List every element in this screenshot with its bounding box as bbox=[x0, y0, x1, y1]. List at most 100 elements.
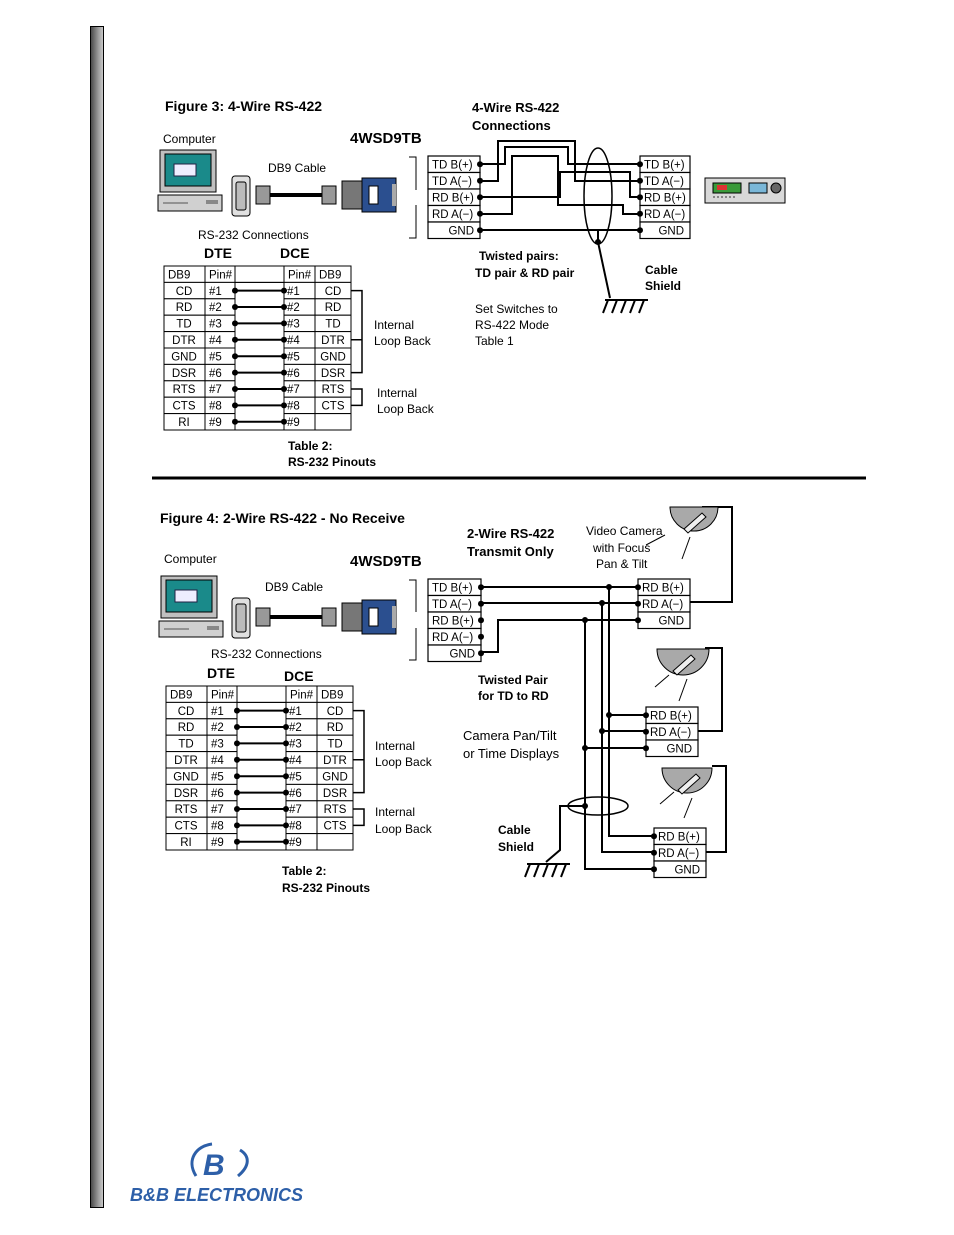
pinout-signal-right: RD bbox=[327, 722, 344, 734]
terminal-dot bbox=[477, 210, 483, 217]
pinout-signal-left: GND bbox=[173, 771, 199, 783]
figure-3: Figure 3: 4-Wire RS-422 4-Wire RS-422 Co… bbox=[157, 98, 786, 469]
computer-icon bbox=[158, 575, 224, 638]
terminal-label: TD B(+) bbox=[644, 160, 685, 172]
pinout-signal-left: DTR bbox=[172, 335, 196, 347]
figure-4-rs232-label: RS-232 Connections bbox=[211, 647, 322, 661]
figure-3-rs232-label: RS-232 Connections bbox=[198, 228, 309, 242]
bb-electronics-logo: B B&B ELECTRONICS bbox=[130, 1142, 303, 1205]
remote-device-icon bbox=[704, 177, 786, 204]
logo-letter: B bbox=[203, 1149, 225, 1182]
pinout-pin-left: #3 bbox=[211, 739, 224, 751]
pinout-pin-left: #4 bbox=[211, 755, 224, 767]
pinout-signal-left: TD bbox=[178, 739, 193, 751]
pinout-cell bbox=[314, 413, 352, 431]
figure-4-title: Figure 4: 2-Wire RS-422 - No Receive bbox=[160, 510, 405, 526]
pinout-signal-right: RTS bbox=[324, 804, 347, 816]
terminal-dot bbox=[477, 227, 483, 234]
figure-4-loopback-2-label: Internal bbox=[375, 805, 415, 819]
figure-3-table-caption-sub: RS-232 Pinouts bbox=[288, 455, 376, 469]
pinout-pin-left: #8 bbox=[211, 821, 224, 833]
page-sidebar-bar bbox=[90, 26, 104, 1208]
terminal-label: RD B(+) bbox=[650, 711, 692, 723]
pinout-signal-left: RI bbox=[180, 837, 192, 849]
figure-4-twisted-sublabel: for TD to RD bbox=[478, 689, 549, 703]
pinout-header-label: DB9 bbox=[168, 269, 190, 281]
terminal-dot bbox=[643, 712, 649, 719]
pinout-signal-left: RTS bbox=[175, 804, 198, 816]
pinout-pin-right: #8 bbox=[287, 401, 300, 413]
figure-4-dte-label: DTE bbox=[207, 665, 235, 681]
pinout-middle-frame bbox=[236, 701, 287, 851]
figure-3-switch-mode: RS-422 Mode bbox=[475, 318, 549, 332]
pinout-signal-left: CD bbox=[178, 706, 195, 718]
terminal-label: GND bbox=[674, 865, 700, 877]
pinout-pin-right: #1 bbox=[287, 286, 300, 298]
terminal-dot bbox=[477, 161, 483, 168]
pinout-pin-left: #1 bbox=[209, 286, 222, 298]
pinout-signal-right: DTR bbox=[321, 335, 345, 347]
terminal-label: TD A(−) bbox=[644, 176, 684, 188]
pinout-signal-left: CTS bbox=[175, 821, 198, 833]
figure-4-display-label: Camera Pan/Tilt bbox=[463, 728, 557, 743]
pinout-pin-right: #1 bbox=[289, 706, 302, 718]
pinout-pin-right: #5 bbox=[289, 771, 302, 783]
figure-3-title: Figure 3: 4-Wire RS-422 bbox=[165, 98, 322, 114]
pinout-pin-left: #7 bbox=[211, 804, 224, 816]
figure-3-left-terminal-block: TD B(+)TD A(−)RD B(+)RD A(−)GND bbox=[427, 155, 483, 240]
pinout-pin-right: #3 bbox=[289, 739, 302, 751]
figure-4: Figure 4: 2-Wire RS-422 - No Receive 2-W… bbox=[158, 506, 733, 895]
camera-icon bbox=[654, 648, 710, 702]
figure-3-loopback-2-label: Internal bbox=[377, 386, 417, 400]
terminal-label: RD A(−) bbox=[644, 209, 685, 221]
figure-4-mode-title: 2-Wire RS-422 bbox=[467, 526, 554, 541]
figure-4-table-caption-sub: RS-232 Pinouts bbox=[282, 881, 370, 895]
pinout-signal-right: DTR bbox=[323, 755, 347, 767]
pinout-signal-right: GND bbox=[320, 351, 346, 363]
pinout-signal-right: CTS bbox=[322, 401, 345, 413]
pinout-signal-right: CD bbox=[327, 706, 344, 718]
pinout-pin-right: #7 bbox=[289, 804, 302, 816]
pinout-signal-right: CTS bbox=[324, 821, 347, 833]
pinout-signal-left: GND bbox=[171, 351, 197, 363]
figure-4-dce-label: DCE bbox=[284, 668, 314, 684]
figure-4-camera-label: Video Camera bbox=[586, 524, 663, 538]
pinout-signal-left: CD bbox=[176, 286, 193, 298]
terminal-label: RD B(+) bbox=[644, 193, 686, 205]
terminal-label: GND bbox=[658, 616, 684, 628]
pinout-signal-left: CTS bbox=[173, 401, 196, 413]
pinout-pin-right: #2 bbox=[289, 722, 302, 734]
pinout-pin-right: #6 bbox=[287, 368, 300, 380]
4wsd9tb-adapter-icon bbox=[341, 599, 397, 635]
pinout-header-cell bbox=[234, 265, 285, 283]
pinout-header-label: DB9 bbox=[321, 689, 343, 701]
figure-3-computer-label: Computer bbox=[163, 132, 216, 146]
pinout-header-label: Pin# bbox=[211, 689, 235, 701]
figure-3-twisted-sublabel: TD pair & RD pair bbox=[475, 266, 575, 280]
db9-cable-icon bbox=[255, 185, 337, 205]
pinout-signal-left: RI bbox=[178, 417, 190, 429]
figure-3-table-caption: Table 2: bbox=[288, 439, 332, 453]
pinout-pin-right: #9 bbox=[289, 837, 302, 849]
pinout-pin-left: #5 bbox=[209, 351, 222, 363]
pinout-signal-right: CD bbox=[325, 286, 342, 298]
terminal-label: RD B(+) bbox=[432, 193, 474, 205]
terminal-label: GND bbox=[448, 226, 474, 238]
figure-3-shield-label: Cable bbox=[645, 263, 678, 277]
pinout-pin-left: #2 bbox=[209, 302, 222, 314]
loopback-bracket bbox=[351, 388, 363, 407]
terminal-dot bbox=[651, 833, 657, 840]
pinout-cell bbox=[316, 833, 354, 851]
pinout-pin-left: #1 bbox=[211, 706, 224, 718]
figure-3-loopback-1-label: Internal bbox=[374, 318, 414, 332]
figure-4-ground-icon bbox=[524, 863, 570, 878]
terminal-label: GND bbox=[666, 744, 692, 756]
figure-4-loopback-1-sublabel: Loop Back bbox=[375, 755, 433, 769]
pinout-pin-right: #5 bbox=[287, 351, 300, 363]
pinout-signal-left: RD bbox=[176, 302, 193, 314]
terminal-dot bbox=[643, 745, 649, 752]
terminal-label: RD A(−) bbox=[658, 848, 699, 860]
